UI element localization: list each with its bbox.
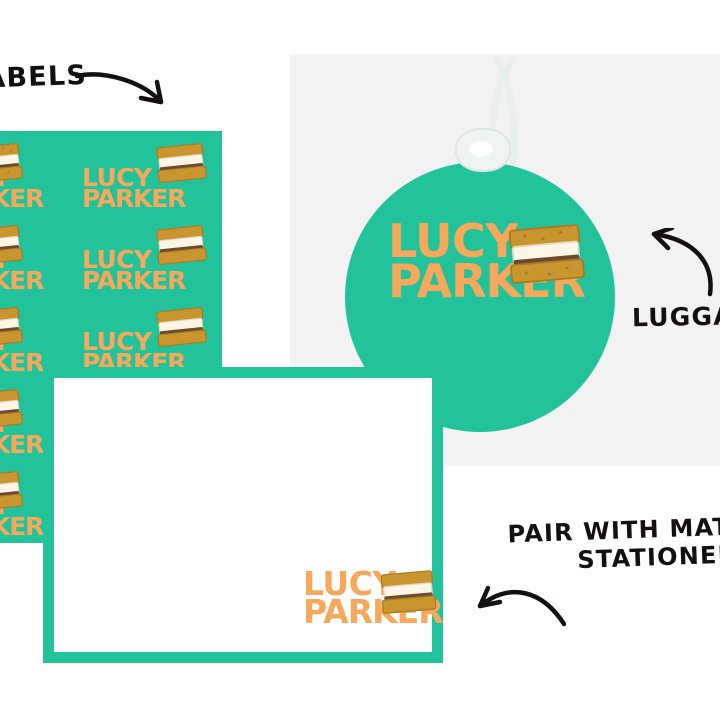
label-name-line1: LUCY — [82, 245, 152, 274]
smore-icon — [502, 218, 589, 291]
smore-icon — [376, 564, 440, 619]
label-name-line2: PARKER — [0, 430, 44, 459]
arrow-to-labels-icon — [75, 72, 164, 105]
label-name-4: LUCY PARKER — [82, 247, 186, 295]
annotation-pair-with-stationery: PAIR WITH MATCHING STATIONERY — [507, 510, 720, 578]
stationery-name-line1: LUCY — [303, 564, 396, 603]
smore-icon — [0, 138, 26, 187]
arrow-to-stationery-icon — [477, 585, 566, 627]
tag-loop-hole — [469, 141, 493, 157]
label-name-line1: LUCY — [82, 163, 152, 192]
label-name-line2: PARKER — [82, 184, 186, 213]
luggage-tag-name-line1: LUCY — [388, 214, 519, 268]
smore-icon — [0, 384, 26, 433]
label-name-line2: PARKER — [0, 266, 44, 295]
label-name-line1: LUCY — [82, 327, 152, 356]
annotation-luggage: LUGGAGE — [631, 300, 720, 333]
label-name-line2: PARKER — [82, 266, 186, 295]
smore-icon — [0, 302, 26, 351]
arrow-to-luggage-icon — [651, 228, 713, 297]
label-name-line2: PARKER — [0, 348, 44, 377]
annotation-pair-line2: STATIONERY — [576, 540, 720, 575]
stationery-card — [43, 367, 443, 663]
label-sheet: LUCY PARKER LUCY PARKER — [0, 131, 222, 543]
label-name-line2: PARKER — [0, 512, 44, 541]
smore-icon — [152, 220, 210, 269]
label-name-line2: PARKER — [0, 184, 44, 213]
smore-icon — [152, 302, 210, 351]
label-name-2: LUCY PARKER — [82, 165, 186, 213]
smore-icon — [0, 220, 26, 269]
smore-icon — [0, 466, 26, 515]
smore-icon — [152, 138, 210, 187]
